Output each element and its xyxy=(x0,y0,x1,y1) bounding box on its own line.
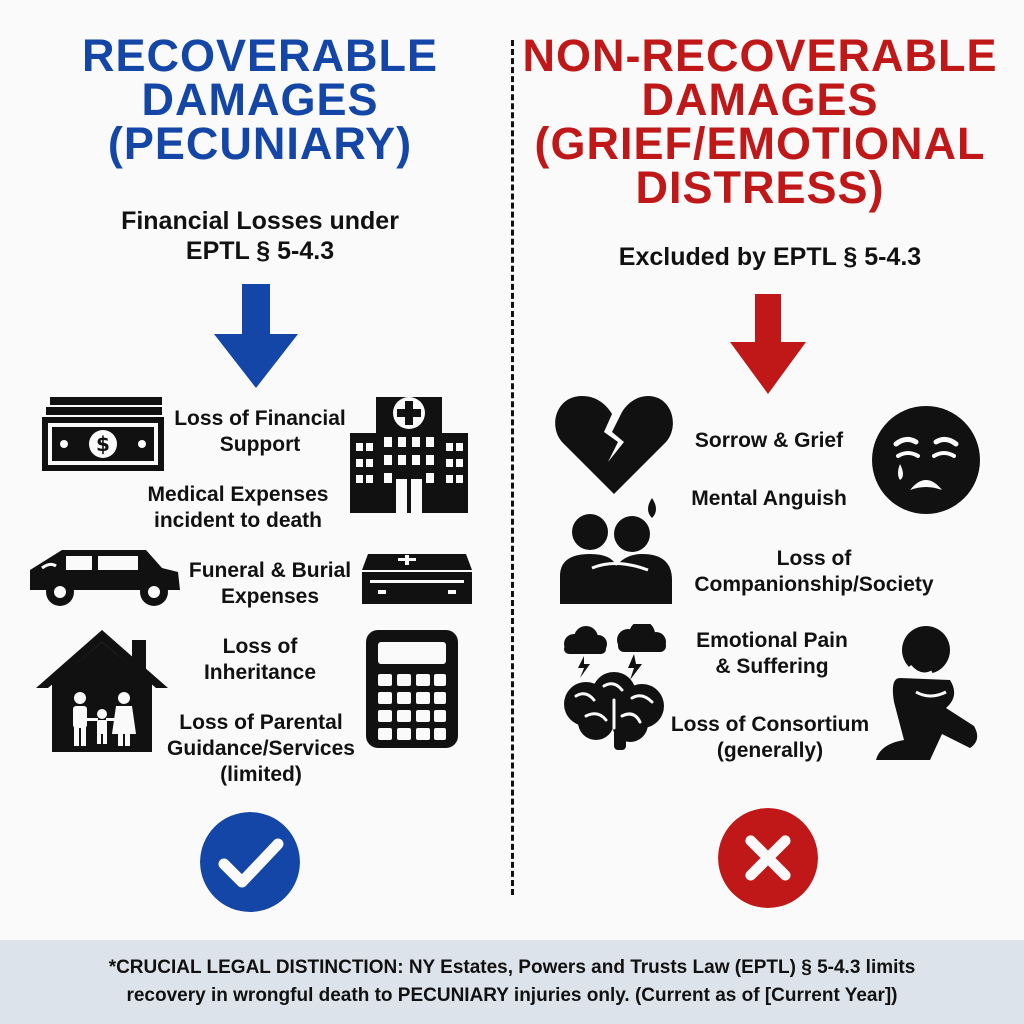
broken-heart-icon xyxy=(555,396,673,494)
item-loss-of-financial-support: Loss of Financial Support xyxy=(160,406,360,458)
non-recoverable-title: NON-RECOVERABLE DAMAGES (GRIEF/EMOTIONAL… xyxy=(520,33,1000,213)
item-emotional-pain-suffering: Emotional Pain & Suffering xyxy=(674,628,870,680)
legal-distinction-footer: *CRUCIAL LEGAL DISTINCTION: NY Estates, … xyxy=(0,940,1024,1024)
item-label-line: Expenses xyxy=(220,585,320,608)
blue-down-arrow-icon xyxy=(214,284,298,388)
recoverable-subtitle: Financial Losses under EPTL § 5-4.3 xyxy=(60,206,460,266)
item-loss-of-companionship: Loss of Companionship/Society xyxy=(680,546,948,598)
non-recoverable-title-line-1: NON-RECOVERABLE xyxy=(522,30,998,81)
red-down-arrow-icon xyxy=(730,294,806,394)
item-label-line: Loss of xyxy=(776,547,852,570)
footer-line-2: recovery in wrongful death to PECUNIARY … xyxy=(126,985,898,1006)
item-label-line: Medical Expenses xyxy=(147,483,329,506)
crying-face-icon xyxy=(872,406,980,514)
item-label-line: Emotional Pain xyxy=(696,629,848,652)
item-label-line: Support xyxy=(219,433,301,456)
svg-text:$: $ xyxy=(96,432,110,456)
stormy-brain-icon xyxy=(564,624,666,750)
non-recoverable-title-line-3: (GRIEF/EMOTIONAL xyxy=(534,118,986,169)
recoverable-title-line-3: (PECUNIARY) xyxy=(107,118,413,169)
sad-person-icon xyxy=(876,626,978,760)
hearse-icon xyxy=(30,550,180,606)
non-recoverable-subtitle: Excluded by EPTL § 5-4.3 xyxy=(618,243,922,271)
item-label-line: (limited) xyxy=(220,763,302,786)
item-label-line: Loss of Consortium xyxy=(670,713,870,736)
item-medical-expenses: Medical Expenses incident to death xyxy=(128,482,348,534)
item-label-line: Companionship/Society xyxy=(694,573,934,596)
item-label-line: (generally) xyxy=(716,739,824,762)
recoverable-subtitle-line-2: EPTL § 5-4.3 xyxy=(185,237,335,265)
item-label-line: Loss of Financial xyxy=(174,407,346,430)
recoverable-subtitle-line-1: Financial Losses under xyxy=(121,207,399,235)
item-loss-of-inheritance: Loss of Inheritance xyxy=(160,634,360,686)
item-loss-of-consortium: Loss of Consortium (generally) xyxy=(660,712,880,764)
family-house-icon xyxy=(36,630,168,752)
footer-text: *CRUCIAL LEGAL DISTINCTION: NY Estates, … xyxy=(0,940,1024,1010)
item-label-line: Sorrow & Grief xyxy=(694,429,844,452)
item-loss-of-parental-guidance: Loss of Parental Guidance/Services (limi… xyxy=(150,710,372,788)
embracing-people-icon xyxy=(560,498,672,604)
item-label-line: Guidance/Services xyxy=(167,737,355,760)
item-label-line: Inheritance xyxy=(203,661,317,684)
item-funeral-burial-expenses: Funeral & Burial Expenses xyxy=(170,558,370,610)
recoverable-title-line-1: RECOVERABLE xyxy=(81,30,439,81)
casket-icon xyxy=(362,554,472,604)
recoverable-title-line-2: DAMAGES xyxy=(141,74,379,125)
calculator-icon xyxy=(366,630,458,748)
footer-line-1: *CRUCIAL LEGAL DISTINCTION: NY Estates, … xyxy=(108,957,916,978)
non-recoverable-title-line-4: DISTRESS) xyxy=(635,162,885,213)
recoverable-title: RECOVERABLE DAMAGES (PECUNIARY) xyxy=(40,33,480,169)
item-mental-anguish: Mental Anguish xyxy=(672,486,866,512)
checkmark-badge-icon xyxy=(200,812,300,912)
item-label-line: & Suffering xyxy=(715,655,829,678)
x-mark-badge-icon xyxy=(718,808,818,908)
item-label-line: Funeral & Burial xyxy=(188,559,352,582)
hospital-icon xyxy=(350,397,468,513)
item-sorrow-grief: Sorrow & Grief xyxy=(672,428,866,454)
item-label-line: Loss of Parental xyxy=(179,711,343,734)
item-label-line: incident to death xyxy=(154,509,322,532)
money-bill-icon: $ xyxy=(42,397,164,471)
item-label-line: Mental Anguish xyxy=(691,487,847,510)
item-label-line: Loss of xyxy=(222,635,298,658)
column-divider xyxy=(511,40,514,895)
non-recoverable-title-line-2: DAMAGES xyxy=(641,74,879,125)
